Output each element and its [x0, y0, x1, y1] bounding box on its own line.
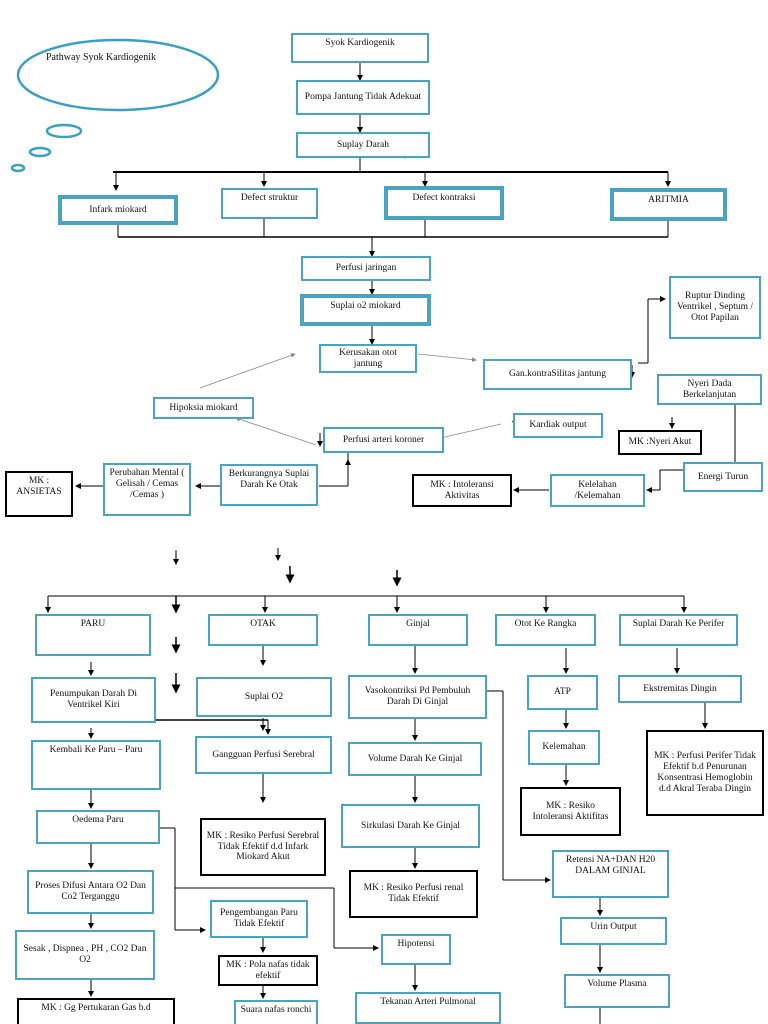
node-gan-kontraksilitas[interactable]: Gan.kontraSilitas jantung: [483, 359, 632, 390]
node-otot-rangka[interactable]: Otot Ke Rangka: [495, 614, 596, 646]
node-aritmia[interactable]: ARITMIA: [610, 188, 727, 221]
node-sirkulasi-darah-ginjal[interactable]: Sirkulasi Darah Ke Ginjal: [341, 804, 480, 848]
node-perfusi-arteri-koroner[interactable]: Perfusi arteri koroner: [323, 427, 444, 453]
node-paru[interactable]: PARU: [35, 614, 151, 656]
node-mk-resiko-intoleransi[interactable]: MK : Resiko Intoleransi Aktifitas: [520, 787, 621, 836]
node-proses-difusi[interactable]: Proses Difusi Antara O2 Dan Co2 Tergangg…: [27, 870, 154, 914]
node-volume-plasma[interactable]: Volume Plasma: [564, 974, 670, 1008]
node-suplay-darah[interactable]: Suplay Darah: [296, 132, 430, 158]
node-suara-nafas[interactable]: Suara nafas ronchi: [234, 1000, 318, 1024]
node-atp[interactable]: ATP: [527, 675, 598, 710]
node-energi-turun[interactable]: Energi Turun: [683, 462, 763, 492]
node-ekstremitas-dingin[interactable]: Ekstremitas Dingin: [618, 675, 742, 703]
node-defect-kontraksi[interactable]: Defect kontraksi: [384, 186, 504, 220]
node-pompa-jantung[interactable]: Pompa Jantung Tidak Adekuat: [296, 80, 430, 115]
node-kelelahan[interactable]: Kelelahan /Kelemahan: [550, 474, 645, 507]
node-kembali-paru[interactable]: Kembali Ke Paru – Paru: [31, 740, 161, 790]
node-mk-intoleransi-aktivitas[interactable]: MK : Intoleransi Aktivitas: [412, 474, 512, 507]
node-kerusakan-otot-jantung[interactable]: Kerusakan otot jantung: [319, 344, 417, 373]
node-kelemahan[interactable]: Kelemahan: [528, 730, 600, 765]
node-otak[interactable]: OTAK: [208, 614, 318, 646]
node-urin-output[interactable]: Urin Output: [560, 917, 667, 945]
node-mk-resiko-perfusi-serebral[interactable]: MK : Resiko Perfusi Serebral Tidak Efekt…: [200, 818, 326, 876]
node-syok-kardiogenik[interactable]: Syok Kardiogenik: [291, 33, 429, 63]
node-retensi-na-h2o[interactable]: Retensi NA+DAN H20 DALAM GINJAL: [552, 850, 669, 898]
node-gangguan-perfusi-serebral[interactable]: Gangguan Perfusi Serebral: [195, 736, 332, 774]
node-pengembangan-paru[interactable]: Pengembangan Paru Tidak Efektif: [210, 900, 308, 938]
node-suplai-o2[interactable]: Suplai O2: [196, 677, 332, 717]
node-suplai-o2-miokard[interactable]: Suplai o2 miokard: [300, 294, 431, 326]
node-nyeri-dada[interactable]: Nyeri Dada Berkelanjutan: [657, 374, 762, 405]
node-vasokontriksi[interactable]: Vasokontriksi Pd Pembuluh Darah Di Ginja…: [348, 675, 487, 719]
node-suplai-perifer[interactable]: Suplai Darah Ke Perifer: [619, 614, 738, 646]
node-hipoksia-miokard[interactable]: Hipoksia miokard: [153, 397, 254, 419]
node-sesak-dispnea[interactable]: Sesak , Dispnea , PH , CO2 Dan O2: [15, 930, 155, 980]
node-tekanan-arteri-pulmonal[interactable]: Tekanan Arteri Pulmonal: [355, 992, 501, 1024]
node-mk-gangguan-pertukaran-gas[interactable]: MK : Gg Pertukaran Gas b.d: [17, 998, 175, 1024]
node-hipotensi[interactable]: Hipotensi: [381, 934, 451, 965]
node-mk-perfusi-perifer[interactable]: MK : Perfusi Perifer Tidak Efektif b.d P…: [646, 730, 764, 816]
node-berkurangnya-suplai[interactable]: Berkurangnya Suplai Darah Ke Otak: [220, 464, 318, 506]
node-infark-miokard[interactable]: Infark miokard: [58, 195, 178, 225]
node-kardiak-output[interactable]: Kardiak output: [513, 413, 603, 438]
cloud-callout: [10, 38, 220, 173]
node-defect-struktur[interactable]: Defect struktur: [221, 188, 318, 219]
node-mk-resiko-perfusi-renal[interactable]: MK : Resiko Perfusi renal Tidak Efektif: [349, 870, 478, 918]
node-perubahan-mental[interactable]: Perubahan Mental ( Gelisah / Cemas /Cema…: [103, 463, 191, 516]
node-mk-nyeri-akut[interactable]: MK :Nyeri Akut: [618, 430, 702, 455]
node-ginjal[interactable]: Ginjal: [368, 614, 468, 646]
node-penumpukan-darah[interactable]: Penumpukan Darah Di Ventrikel Kiri: [31, 677, 156, 723]
node-perfusi-jaringan[interactable]: Perfusi jaringan: [301, 256, 431, 281]
node-ruptur-dinding[interactable]: Ruptur Dinding Ventrikel , Septum / Otot…: [669, 276, 761, 339]
node-mk-pola-nafas[interactable]: MK : Pola nafas tidak efektif: [218, 955, 318, 986]
node-mk-ansietas[interactable]: MK : ANSIETAS: [5, 471, 73, 517]
pathway-title: Pathway Syok Kardiogenik: [46, 52, 156, 63]
node-volume-darah-ginjal[interactable]: Volume Darah Ke Ginjal: [348, 742, 482, 776]
node-oedema-paru[interactable]: Oedema Paru: [36, 810, 160, 844]
